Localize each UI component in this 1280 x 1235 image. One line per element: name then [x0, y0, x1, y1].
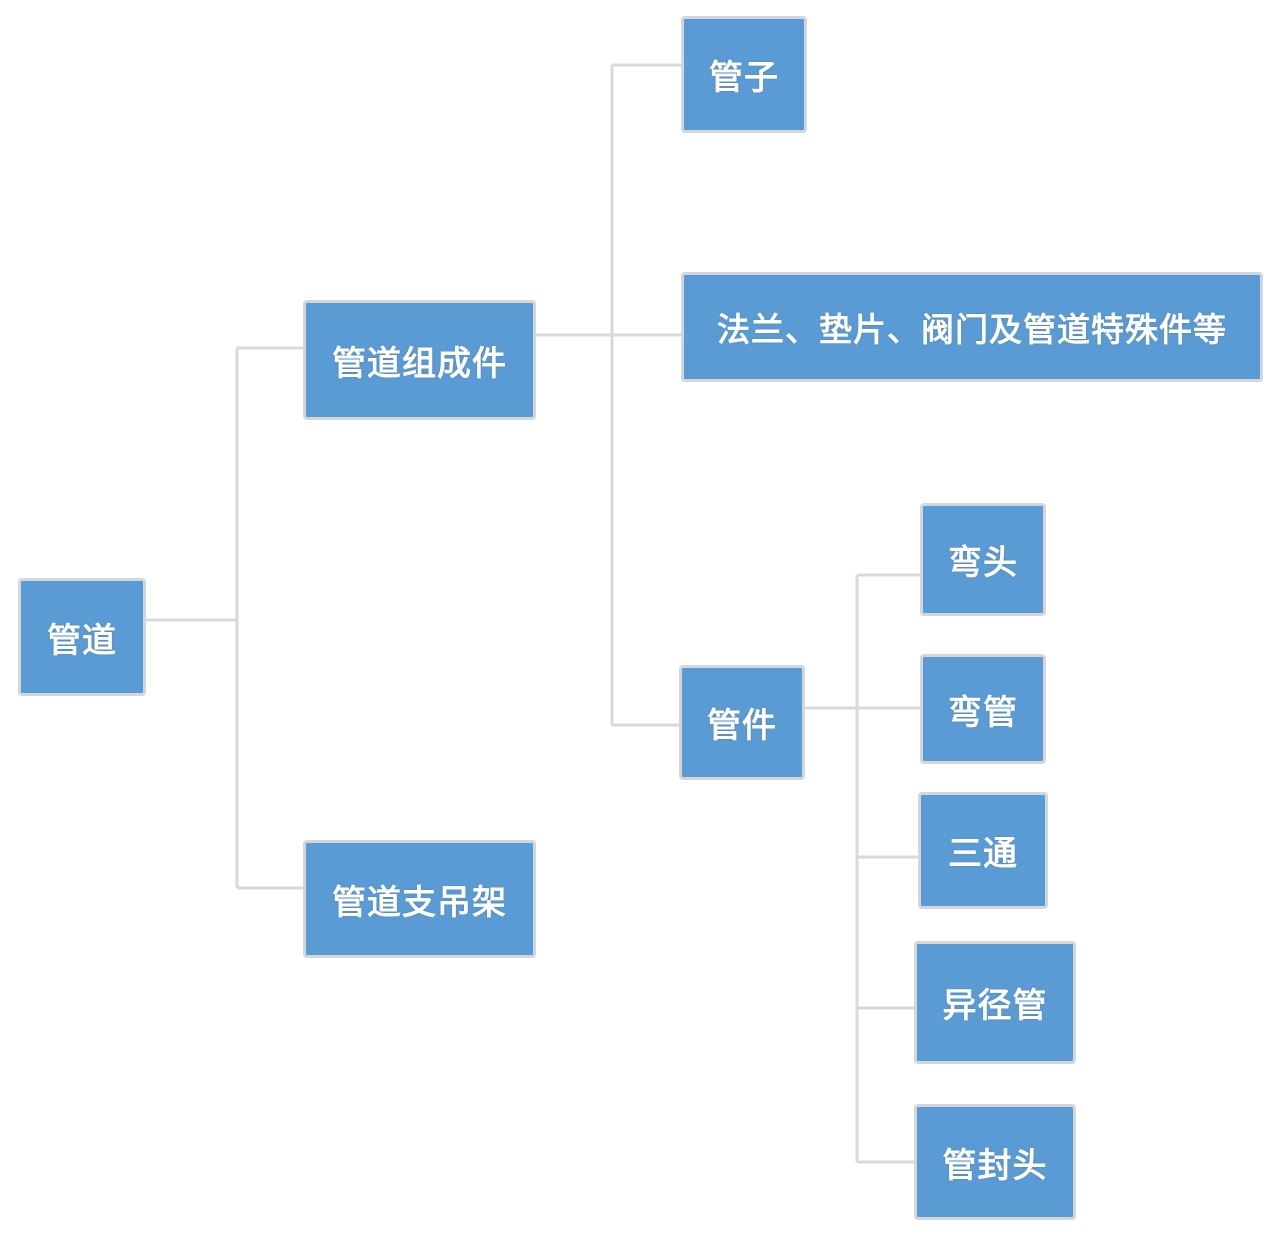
node-elbow: 弯头	[920, 503, 1046, 616]
node-reducer: 异径管	[914, 941, 1076, 1064]
connector-fittings	[805, 573, 920, 1164]
node-pipe-cap: 管封头	[914, 1104, 1076, 1220]
connector-root	[146, 346, 303, 890]
node-pipeline: 管道	[18, 578, 146, 696]
node-fittings: 管件	[679, 665, 805, 780]
node-flanges-gaskets-valves: 法兰、垫片、阀门及管道特殊件等	[681, 272, 1263, 382]
node-pipe-supports: 管道支吊架	[303, 840, 536, 958]
node-piping-components: 管道组成件	[303, 300, 536, 420]
node-bend: 弯管	[920, 654, 1046, 764]
node-tee: 三通	[918, 792, 1048, 909]
node-pipe: 管子	[681, 16, 807, 133]
connector-components	[536, 63, 681, 727]
